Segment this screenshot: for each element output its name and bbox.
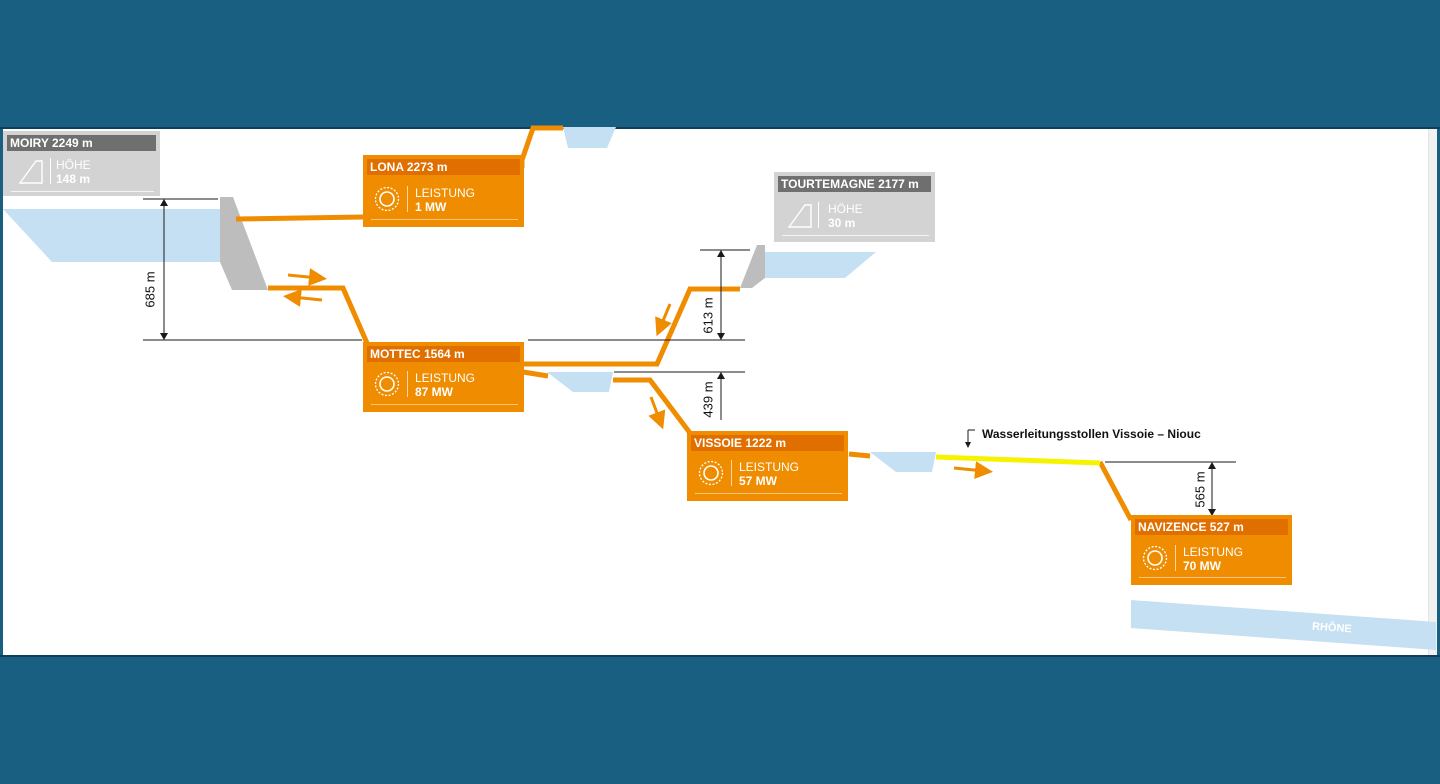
- turbine-icon: [374, 186, 400, 212]
- pipe-basin-vissoie: [613, 377, 692, 435]
- pipe-vissoie-basin: [848, 451, 871, 459]
- tourtemagne-dam: [740, 245, 765, 288]
- reservoir-value: 30 m: [828, 216, 856, 230]
- plant-value: 70 MW: [1183, 559, 1222, 573]
- reservoir-title: TOURTEMAGNE 2177 m: [778, 176, 931, 192]
- plant-value: 1 MW: [415, 200, 447, 214]
- pipe-to-navizence: [1097, 460, 1134, 522]
- plant-key: LEISTUNG: [739, 460, 800, 474]
- pipe-lona-up: [519, 125, 563, 168]
- plant-value: 57 MW: [739, 474, 778, 488]
- plant-title: NAVIZENCE 527 m: [1135, 519, 1288, 535]
- tourtemagne-lake: [760, 252, 876, 278]
- pipe-mottec-basin: [522, 369, 549, 379]
- reservoir-title: MOIRY 2249 m: [7, 135, 156, 151]
- separator: [407, 186, 408, 212]
- moiry-lake: [3, 209, 222, 262]
- vissoie-basin: [870, 452, 936, 472]
- pipe-moiry-lona: [235, 214, 364, 222]
- box-rule: [695, 493, 842, 494]
- turbine-icon: [374, 371, 400, 397]
- flow-arrow-down-right: [648, 396, 666, 430]
- plant-box-mottec: MOTTEC 1564 m LEISTUNG 87 MW: [363, 342, 524, 412]
- plant-title: MOTTEC 1564 m: [367, 346, 520, 362]
- plant-box-vissoie: VISSOIE 1222 m LEISTUNG 57 MW: [687, 431, 848, 501]
- box-rule: [782, 235, 929, 236]
- box-rule: [371, 219, 518, 220]
- mottec-basin: [547, 372, 613, 392]
- flow-arrow-down-left: [655, 303, 672, 337]
- box-rule: [1139, 577, 1286, 578]
- flow-arrow-east: [953, 461, 993, 480]
- bottom-band: [0, 655, 1440, 784]
- plant-box-navizence: NAVIZENCE 527 m LEISTUNG 70 MW: [1131, 515, 1292, 585]
- reservoir-value: 148 m: [56, 172, 91, 186]
- dam-height-icon: [787, 204, 812, 228]
- pipe-moiry-mottec: [268, 285, 370, 344]
- separator: [731, 460, 732, 486]
- pipe-tourtemagne-mottec: [523, 286, 740, 367]
- box-rule: [371, 404, 518, 405]
- turbine-icon: [1142, 545, 1168, 571]
- reservoir-box-moiry: MOIRY 2249 m HÖHE 148 m: [3, 131, 160, 196]
- plant-box-lona: LONA 2273 m LEISTUNG 1 MW: [363, 155, 524, 227]
- separator: [50, 158, 51, 184]
- tunnel-vissoie-niouc: [935, 454, 1101, 466]
- head-label-mottec-vissoie: 439 m: [700, 381, 716, 418]
- turbine-icon: [698, 460, 724, 486]
- plant-key: LEISTUNG: [415, 186, 476, 200]
- head-label-tourtemagne-mottec: 613 m: [700, 297, 716, 334]
- separator: [407, 371, 408, 397]
- plant-key: LEISTUNG: [415, 371, 476, 385]
- reservoir-key: HÖHE: [828, 202, 863, 216]
- head-label-moiry-mottec: 685 m: [142, 271, 158, 308]
- plant-value: 87 MW: [415, 385, 454, 399]
- plant-title: LONA 2273 m: [367, 159, 520, 175]
- tunnel-label: Wasserleitungsstollen Vissoie – Niouc: [982, 427, 1201, 441]
- rhone-river: [1131, 600, 1436, 650]
- top-band: [0, 0, 1440, 129]
- plant-key: LEISTUNG: [1183, 545, 1244, 559]
- upper-reservoir: [563, 127, 616, 148]
- box-rule: [11, 191, 154, 192]
- plant-title: VISSOIE 1222 m: [691, 435, 844, 451]
- dam-height-icon: [18, 160, 43, 184]
- separator: [818, 202, 819, 228]
- scrollbar-track[interactable]: [1428, 129, 1437, 655]
- reservoir-box-tourtemagne: TOURTEMAGNE 2177 m HÖHE 30 m: [774, 172, 935, 242]
- moiry-dam: [220, 197, 268, 290]
- flow-arrow-left: [283, 288, 323, 307]
- flow-arrow-right: [287, 268, 327, 287]
- head-label-vissoie-navizence: 565 m: [1192, 471, 1208, 508]
- reservoir-key: HÖHE: [56, 158, 91, 172]
- separator: [1175, 545, 1176, 571]
